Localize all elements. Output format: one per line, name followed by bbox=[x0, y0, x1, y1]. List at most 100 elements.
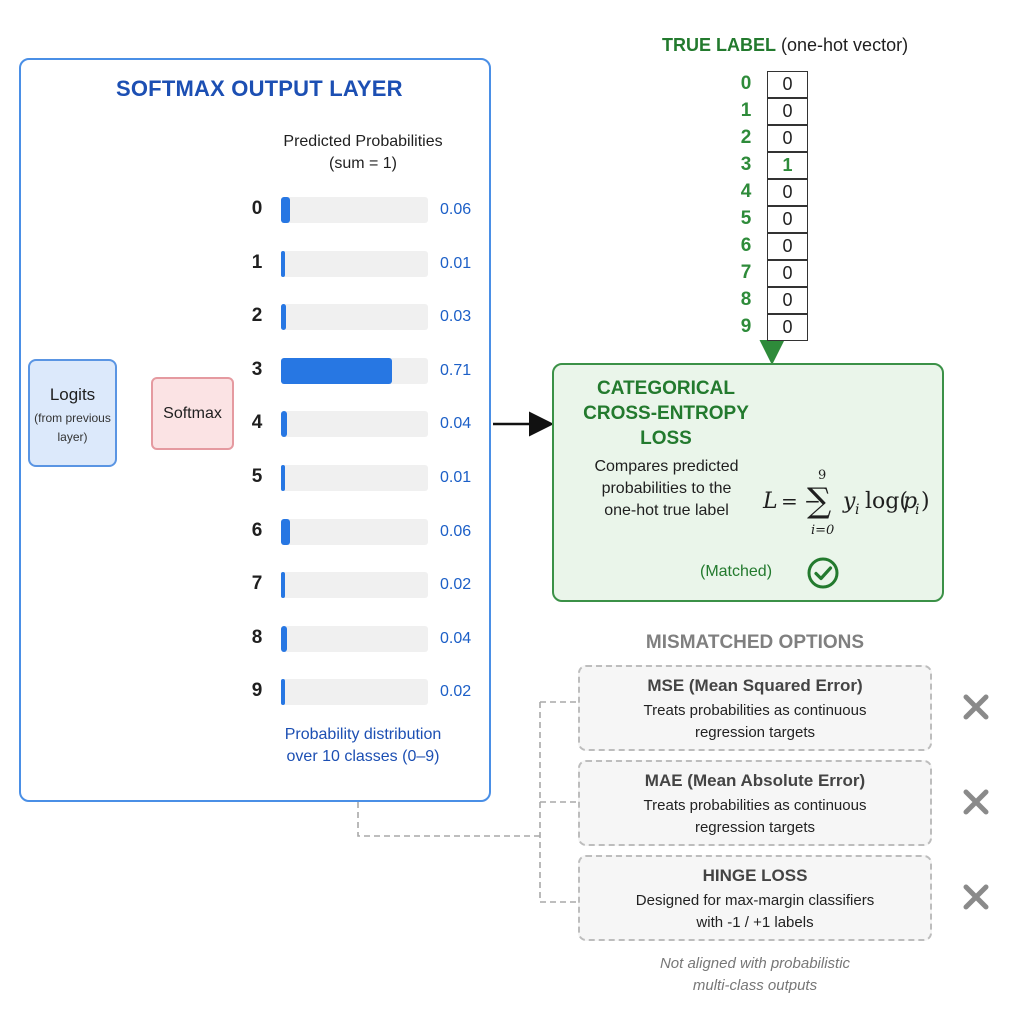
class-label: 7 bbox=[251, 573, 263, 594]
loss-desc-line2: probabilities to the bbox=[601, 480, 732, 497]
probability-bar-fill bbox=[281, 304, 286, 330]
mismatched-option-name: MSE (Mean Squared Error) bbox=[647, 676, 863, 695]
true-label-subtitle: (one-hot vector) bbox=[781, 35, 909, 55]
probability-value: 0.04 bbox=[440, 415, 472, 432]
class-label: 2 bbox=[251, 305, 263, 326]
class-label: 8 bbox=[251, 627, 263, 648]
probability-bar-track bbox=[281, 519, 428, 545]
probability-value: 0.03 bbox=[440, 308, 472, 325]
mismatched-option-desc-line1: Treats probabilities as continuous bbox=[643, 702, 867, 719]
probability-value: 0.71 bbox=[440, 362, 472, 379]
class-label: 1 bbox=[251, 252, 263, 273]
check-circle-icon bbox=[807, 557, 839, 589]
probability-bar-fill bbox=[281, 251, 285, 277]
formula-p: p bbox=[903, 489, 917, 514]
predicted-probabilities-heading: Predicted Probabilities (sum = 1) bbox=[258, 131, 468, 175]
one-hot-cell: 0 bbox=[767, 125, 808, 152]
true-label-heading: TRUE LABEL (one-hot vector) bbox=[560, 35, 1020, 56]
true-label-index: 8 bbox=[740, 289, 752, 310]
mismatched-option-desc-line2: with -1 / +1 labels bbox=[696, 914, 814, 931]
x-mark-icon bbox=[963, 789, 989, 815]
softmax-panel-title: SOFTMAX OUTPUT LAYER bbox=[116, 76, 403, 101]
true-label-index: 3 bbox=[740, 154, 752, 175]
x-mark-icon bbox=[963, 884, 989, 910]
mismatched-option-desc-line1: Designed for max-margin classifiers bbox=[635, 892, 875, 909]
probability-bar-fill bbox=[281, 572, 285, 598]
mismatched-option-description: Designed for max-margin classifiers with … bbox=[580, 890, 930, 934]
class-label: 4 bbox=[251, 412, 263, 433]
class-label: 5 bbox=[251, 466, 263, 487]
formula-y-subscript: i bbox=[855, 502, 859, 518]
true-label-index: 0 bbox=[740, 73, 752, 94]
class-label: 9 bbox=[251, 680, 263, 701]
loss-desc-line3: one-hot true label bbox=[604, 502, 729, 519]
formula-close-paren: ) bbox=[921, 489, 930, 514]
mismatched-option-name: HINGE LOSS bbox=[702, 866, 808, 885]
mismatched-option-desc-line2: regression targets bbox=[694, 724, 816, 741]
true-label-index: 1 bbox=[740, 100, 752, 121]
mismatched-option-card: MSE (Mean Squared Error) Treats probabili… bbox=[578, 665, 932, 751]
softmax-node: Softmax bbox=[151, 377, 234, 450]
class-label: 0 bbox=[251, 198, 263, 219]
cross-entropy-formula: L = − ∑ 9 i=0 y i log( p i ) bbox=[762, 468, 930, 538]
probability-bar-fill bbox=[281, 626, 287, 652]
probability-bar-track bbox=[281, 465, 428, 491]
not-aligned-line1: Not aligned with probabilistic bbox=[659, 955, 851, 972]
probability-value: 0.02 bbox=[440, 683, 472, 700]
true-label-index: 7 bbox=[740, 262, 752, 283]
one-hot-cell: 0 bbox=[767, 98, 808, 125]
probability-bar-track bbox=[281, 626, 428, 652]
probability-bar-track bbox=[281, 679, 428, 705]
predicted-probabilities-subtitle: (sum = 1) bbox=[328, 155, 397, 172]
mismatched-option-name: MAE (Mean Absolute Error) bbox=[644, 771, 866, 790]
probability-bar-track bbox=[281, 251, 428, 277]
formula-lhs: L bbox=[762, 489, 778, 514]
probability-value: 0.01 bbox=[440, 255, 472, 272]
one-hot-cell: 1 bbox=[767, 152, 808, 179]
logits-title: Logits bbox=[49, 385, 96, 404]
matched-label: (Matched) bbox=[700, 563, 773, 580]
loss-desc-line1: Compares predicted bbox=[594, 458, 739, 475]
probability-bar-fill bbox=[281, 197, 290, 223]
mismatched-option-desc-line2: regression targets bbox=[694, 819, 816, 836]
probability-bar-fill bbox=[281, 679, 285, 705]
logits-box: Logits (from previous layer) bbox=[28, 359, 117, 467]
formula-p-subscript: i bbox=[915, 502, 919, 518]
probability-bar-track bbox=[281, 304, 428, 330]
mismatched-option-desc-line1: Treats probabilities as continuous bbox=[643, 797, 867, 814]
formula-lower-limit: i=0 bbox=[811, 523, 834, 538]
true-label-index: 2 bbox=[740, 127, 752, 148]
probability-value: 0.06 bbox=[440, 201, 472, 218]
formula-y: y bbox=[842, 489, 856, 514]
not-aligned-note: Not aligned with probabilistic multi-cla… bbox=[590, 953, 920, 997]
true-label-index: 5 bbox=[740, 208, 752, 229]
one-hot-cell: 0 bbox=[767, 260, 808, 287]
distribution-caption-line2: over 10 classes (0–9) bbox=[286, 748, 440, 765]
loss-title-line3: LOSS bbox=[640, 428, 692, 449]
mismatched-option-card: HINGE LOSS Designed for max-margin classi… bbox=[578, 855, 932, 941]
probability-bar-fill bbox=[281, 465, 285, 491]
probability-bar-fill bbox=[281, 358, 392, 384]
mismatched-option-card: MAE (Mean Absolute Error) Treats probabil… bbox=[578, 760, 932, 846]
probability-value: 0.02 bbox=[440, 576, 472, 593]
one-hot-cell: 0 bbox=[767, 233, 808, 260]
probability-bar-track bbox=[281, 358, 428, 384]
one-hot-cell: 0 bbox=[767, 287, 808, 314]
x-mark-icon bbox=[963, 694, 989, 720]
probability-bar-track bbox=[281, 197, 428, 223]
one-hot-cell: 0 bbox=[767, 71, 808, 98]
probability-value: 0.01 bbox=[440, 469, 472, 486]
one-hot-cell: 0 bbox=[767, 179, 808, 206]
true-label-index: 6 bbox=[740, 235, 752, 256]
probability-bar-fill bbox=[281, 411, 287, 437]
cross-entropy-loss-box bbox=[552, 363, 944, 602]
mismatched-option-description: Treats probabilities as continuous regres… bbox=[580, 795, 930, 839]
class-label: 6 bbox=[251, 520, 263, 541]
probability-value: 0.06 bbox=[440, 523, 472, 540]
loss-title: CATEGORICAL CROSS-ENTROPY LOSS bbox=[560, 376, 772, 451]
true-label-title: TRUE LABEL bbox=[662, 35, 776, 55]
probability-bar-fill bbox=[281, 519, 290, 545]
distribution-caption-line1: Probability distribution bbox=[284, 726, 442, 743]
loss-title-line1: CATEGORICAL bbox=[597, 378, 735, 399]
class-label: 3 bbox=[251, 359, 263, 380]
